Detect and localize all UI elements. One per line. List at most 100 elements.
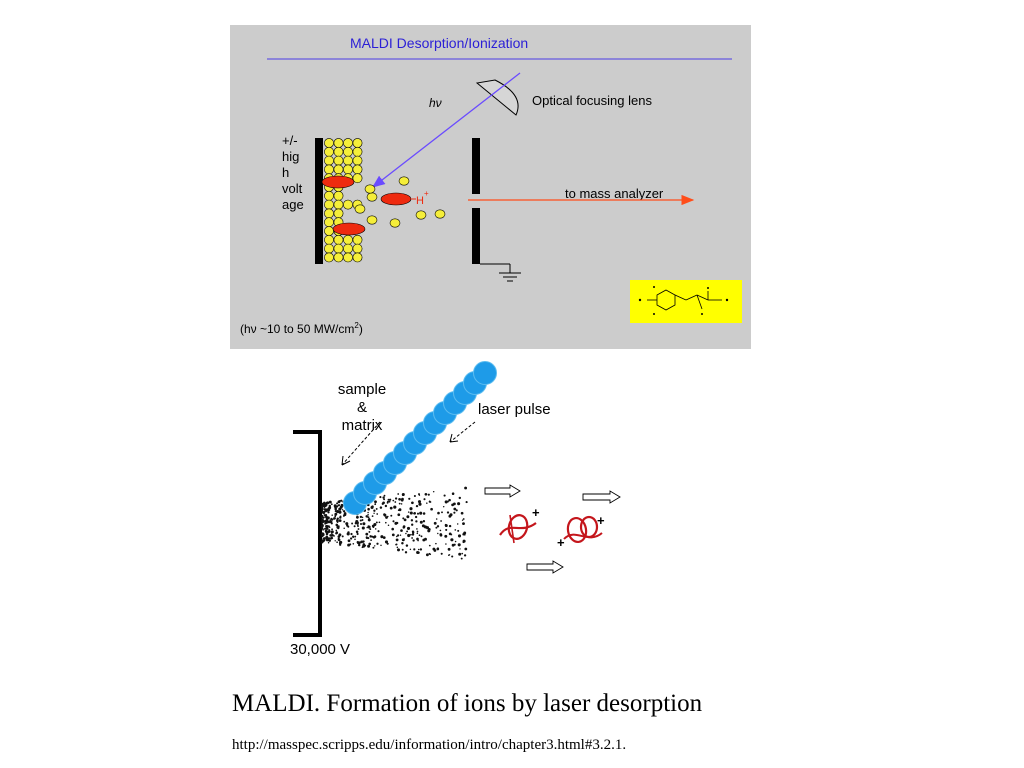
plume-particle <box>462 518 465 520</box>
plume-particle <box>362 522 366 526</box>
extraction-grid-upper <box>472 138 480 194</box>
plume-particle <box>433 521 437 525</box>
plume-particle <box>358 541 361 543</box>
plume-particle <box>331 533 334 537</box>
plume-particle <box>359 515 363 519</box>
plume-particle <box>425 553 429 557</box>
plume-particle <box>342 514 345 517</box>
laser-pointer-head <box>449 433 459 443</box>
matrix-crystal <box>324 243 334 254</box>
desorption-plume <box>320 486 468 560</box>
ion-travel-arrow <box>484 484 521 498</box>
matrix-chemical-structure <box>630 280 742 323</box>
plume-particle <box>463 554 467 557</box>
plume-particle <box>395 538 399 542</box>
plume-particle <box>330 530 334 534</box>
plume-particle <box>360 540 363 544</box>
plume-particle <box>329 534 332 537</box>
plume-particle <box>451 492 455 495</box>
plume-particle <box>406 515 410 519</box>
plume-particle <box>349 543 352 546</box>
matrix-crystal <box>343 243 353 254</box>
plume-particle <box>328 537 331 540</box>
plume-particle <box>453 507 457 511</box>
matrix-crystal <box>352 243 363 254</box>
plume-particle <box>338 510 342 514</box>
plume-particle <box>323 539 326 542</box>
plume-particle <box>364 544 367 547</box>
plume-particle <box>417 548 420 551</box>
plume-particle <box>437 511 440 515</box>
plume-particle <box>372 546 375 549</box>
plume-particle <box>352 543 355 545</box>
plume-particle <box>339 543 342 546</box>
voltage-label-line-1: +/- <box>282 133 298 148</box>
plume-particle <box>325 533 329 536</box>
plume-particle <box>339 540 343 544</box>
plume-particle <box>323 504 327 508</box>
matrix-crystal <box>352 164 363 175</box>
plume-particle <box>323 537 326 540</box>
ion-cluster: + + <box>557 513 605 550</box>
plume-particle <box>433 549 437 552</box>
plume-particle <box>352 536 355 538</box>
plume-particle <box>383 513 387 517</box>
plume-particle <box>458 552 462 556</box>
plume-particle <box>398 497 401 501</box>
figure-caption: MALDI. Formation of ions by laser desorp… <box>232 690 703 717</box>
plume-particle <box>385 521 387 524</box>
plume-particle <box>323 527 327 530</box>
sample-pointer-head <box>341 455 351 466</box>
plume-particle <box>331 514 333 516</box>
plume-particle <box>343 520 346 523</box>
plume-particle <box>417 500 422 504</box>
plume-particle <box>329 520 333 524</box>
plume-particle <box>397 534 400 537</box>
plume-particle <box>374 545 376 547</box>
plume-particle <box>445 528 448 531</box>
plume-particle <box>384 504 388 508</box>
plume-particle <box>393 505 397 509</box>
plume-particle <box>430 507 433 511</box>
voltage-label: 30,000 V <box>290 641 350 658</box>
laser-pulse-label: laser pulse <box>478 401 551 418</box>
plume-particle <box>374 528 377 530</box>
plume-particle <box>354 538 356 541</box>
plume-particle <box>392 499 395 502</box>
laser-pointer-arrow <box>449 421 476 443</box>
plume-particle <box>427 529 431 533</box>
sample-plate <box>315 138 323 264</box>
matrix-crystal <box>352 138 363 148</box>
matrix-particle <box>364 184 376 194</box>
plume-particle <box>405 532 407 535</box>
plume-particle <box>336 502 339 505</box>
analyte-molecule <box>332 222 366 236</box>
matrix-crystal <box>333 243 344 254</box>
plume-particle <box>325 524 329 529</box>
matrix-particle <box>366 215 378 225</box>
plume-particle <box>461 519 464 521</box>
plume-particle <box>329 519 332 522</box>
plume-particle <box>420 535 423 538</box>
plume-particle <box>334 517 336 520</box>
plume-particle <box>374 500 377 504</box>
sample-label-line-1: sample <box>338 381 386 398</box>
plume-particle <box>342 510 346 513</box>
plume-particle <box>335 531 339 534</box>
plume-particle <box>375 507 378 510</box>
plume-particle <box>327 541 330 544</box>
plume-particle <box>337 538 341 542</box>
plume-particle <box>465 501 468 504</box>
plume-particle <box>423 498 426 501</box>
plume-particle <box>361 516 364 519</box>
matrix-crystal <box>352 234 363 245</box>
plume-particle <box>334 540 336 542</box>
plume-particle <box>335 529 338 532</box>
plume-particle <box>366 526 368 529</box>
plume-particle <box>328 529 331 532</box>
plume-particle <box>394 521 398 525</box>
matrix-crystal <box>343 199 353 210</box>
plume-particle <box>368 542 372 546</box>
matrix-crystal <box>324 155 334 166</box>
matrix-crystal <box>343 138 353 148</box>
